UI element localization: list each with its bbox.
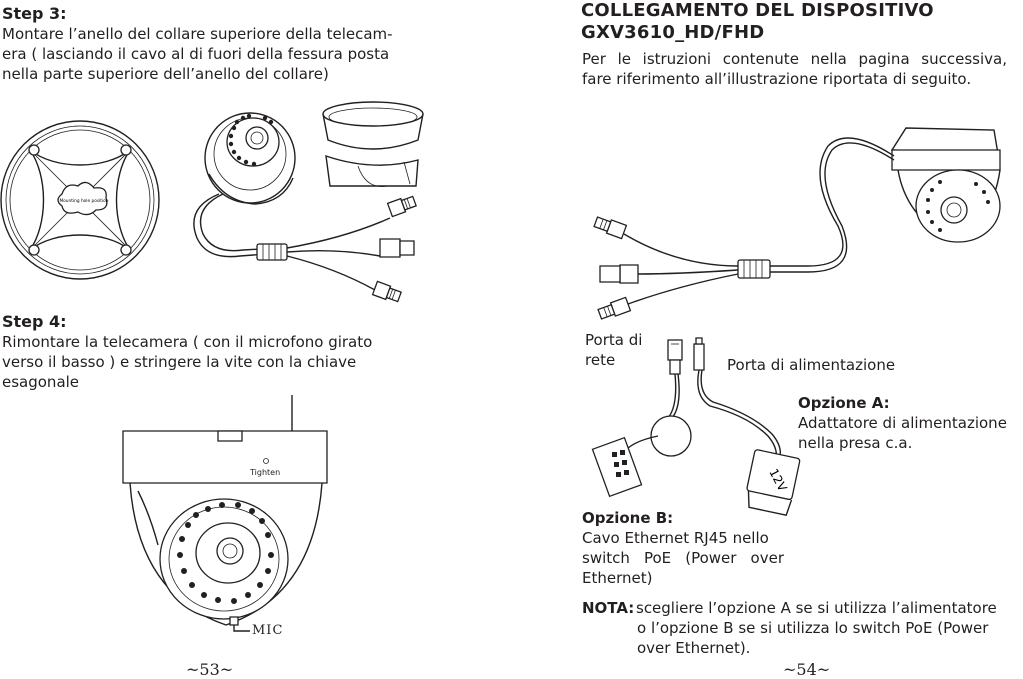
page-title: COLLEGAMENTO DEL DISPOSITIVO GXV3610_HD/… (581, 0, 934, 43)
camera-assembled-illustration (118, 395, 333, 645)
step3-text: Montare l’anello del collare superiore d… (2, 25, 393, 83)
mounting-hole-label: Mounting hole position (59, 198, 108, 204)
step4-text: Rimontare la telecamera ( con il microfo… (2, 333, 373, 391)
mic-label: MIC (252, 623, 284, 638)
note-text: scegliere l’opzione A se si utilizza l’a… (636, 599, 997, 657)
power-options-illustration: 12V (598, 336, 808, 526)
page-number-54: ~54~ (783, 660, 831, 679)
step4-title: Step 4: (2, 312, 67, 331)
collar-ring-illustration (318, 100, 428, 200)
mounting-plate-illustration: Mounting hole position (0, 118, 165, 288)
power-port-label: Porta di alimentazione (727, 356, 896, 374)
page-number-53: ~53~ (186, 660, 234, 679)
device-connection-illustration (588, 116, 1008, 326)
note-label: NOTA: (582, 599, 635, 617)
option-a: Opzione A: Adattatore di alimentazione n… (798, 394, 1007, 452)
network-port-label: Porta di rete (585, 331, 643, 369)
dome-camera-illustration (185, 98, 440, 313)
step3-title: Step 3: (2, 4, 67, 23)
option-b: Opzione B: Cavo Ethernet RJ45 nello swit… (582, 509, 784, 587)
intro-text: Per le istruzioni contenute nella pagina… (582, 50, 1007, 88)
tighten-label: Tighten (250, 468, 281, 477)
